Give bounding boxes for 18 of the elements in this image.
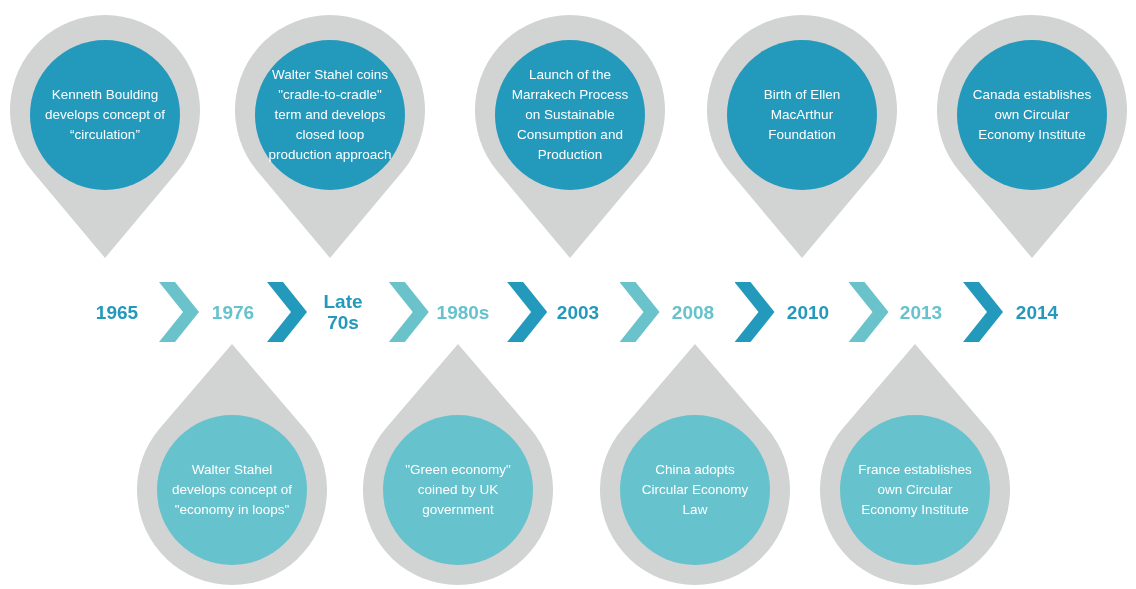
event-text: Kenneth Boulding develops concept of “circulation” [43, 86, 167, 144]
event-text: France establishes own Circular Economy Institute [857, 461, 973, 519]
event-text: Launch of the Marrakech Process on Sustainable Consumption and Production [510, 66, 630, 164]
year-label: 2013 [899, 301, 943, 323]
year-label: 1976 [211, 301, 255, 323]
year-label: 1980s [436, 301, 490, 323]
year-label: 2010 [786, 301, 830, 323]
event-text: Walter Stahel develops concept of "economy in loops" [170, 461, 294, 519]
event-text: China adopts Circular Economy Law [640, 461, 750, 519]
year-label: 1965 [95, 301, 139, 323]
year-label: 2014 [1015, 301, 1059, 323]
event-text: Walter Stahel coins "cradle-to-cradle" term and develops closed loop production approach [268, 66, 392, 164]
year-label: Late 70s [313, 291, 373, 333]
event-text: Birth of Ellen MacArthur Foundation [762, 86, 842, 144]
year-label: 2008 [671, 301, 715, 323]
year-label: 2003 [556, 301, 600, 323]
event-text: "Green economy" coined by UK government [404, 461, 512, 519]
event-text: Canada establishes own Circular Economy Institute [971, 86, 1093, 144]
